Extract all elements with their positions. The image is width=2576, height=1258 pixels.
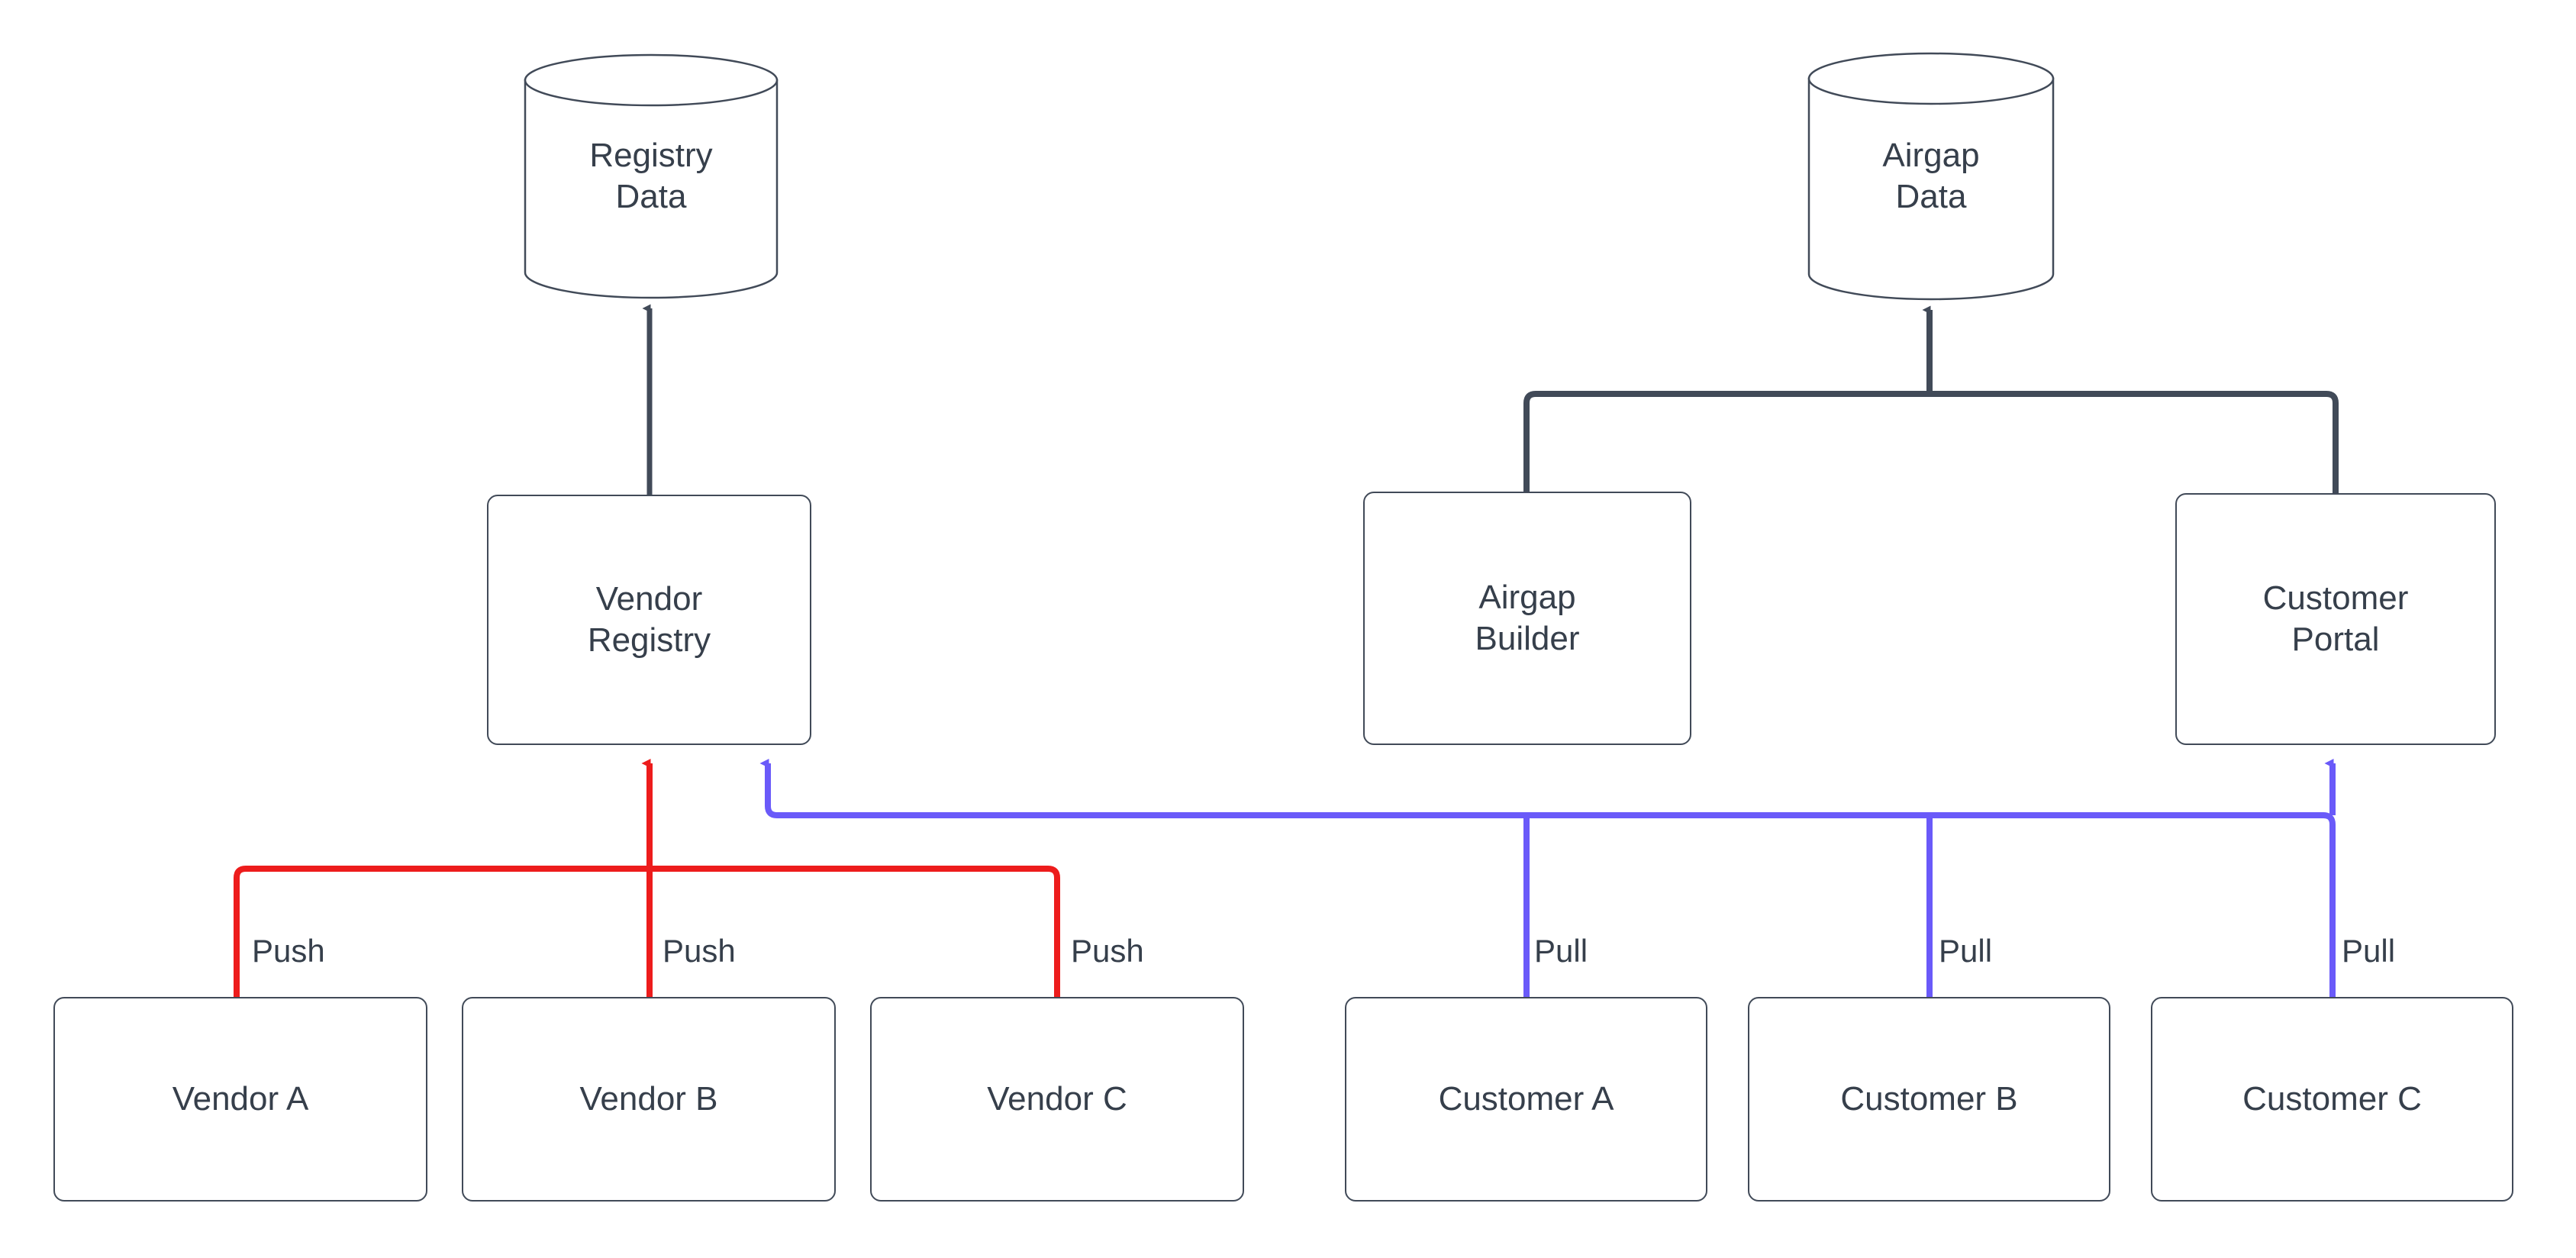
node-customer-portal[interactable]: Customer Portal <box>2175 493 2496 745</box>
node-customer-b[interactable]: Customer B <box>1748 997 2110 1202</box>
node-airgap-builder[interactable]: Airgap Builder <box>1363 492 1691 745</box>
node-vendor-registry[interactable]: Vendor Registry <box>487 495 811 745</box>
node-vendor-a[interactable]: Vendor A <box>53 997 427 1202</box>
edge-label-pull-b: Pull <box>1939 933 1993 969</box>
edge-airgap-builder-to-airgap-data <box>1523 391 2339 493</box>
airgap-data-cylinder <box>1807 52 2055 301</box>
node-customer-portal-label: Customer Portal <box>2262 579 2409 658</box>
node-customer-b-label: Customer B <box>1840 1080 2018 1118</box>
node-vendor-a-label: Vendor A <box>172 1080 309 1118</box>
node-vendor-b-label: Vendor B <box>579 1080 718 1118</box>
node-customer-c-label: Customer C <box>2242 1080 2422 1118</box>
node-customer-a[interactable]: Customer A <box>1345 997 1707 1202</box>
node-vendor-b[interactable]: Vendor B <box>462 997 836 1202</box>
edge-label-push-a: Push <box>252 933 325 969</box>
edge-customer-c-to-customer-portal <box>765 768 2336 997</box>
node-airgap-data[interactable]: Airgap Data <box>1809 53 2053 299</box>
edge-label-pull-a: Pull <box>1534 933 1588 969</box>
node-customer-a-label: Customer A <box>1438 1080 1614 1118</box>
node-airgap-builder-label: Airgap Builder <box>1475 579 1580 657</box>
node-registry-data-label: Registry Data <box>589 137 713 215</box>
edge-label-push-b: Push <box>663 933 736 969</box>
node-registry-data[interactable]: Registry Data <box>525 55 777 298</box>
node-vendor-registry-label: Vendor Registry <box>587 580 711 659</box>
node-airgap-data-label: Airgap Data <box>1882 137 1980 215</box>
node-vendor-c[interactable]: Vendor C <box>870 997 1244 1202</box>
node-customer-c[interactable]: Customer C <box>2151 997 2513 1202</box>
edge-label-pull-c: Pull <box>2342 933 2396 969</box>
edge-label-push-c: Push <box>1071 933 1144 969</box>
node-vendor-c-label: Vendor C <box>987 1080 1127 1118</box>
registry-data-cylinder <box>524 53 779 299</box>
